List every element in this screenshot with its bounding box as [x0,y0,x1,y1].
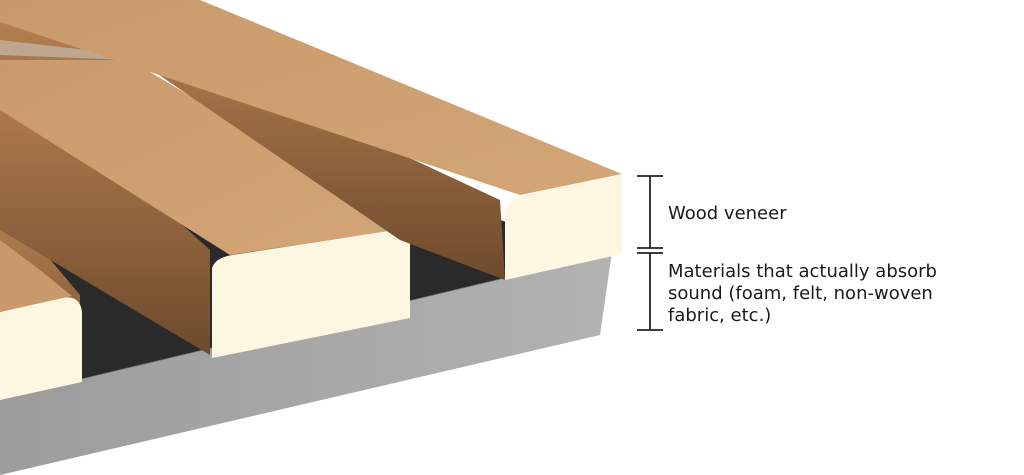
slat-left-top [0,240,72,312]
slat-back-side-face [0,0,505,280]
absorbing-materials-line: Materials that actually absorb [668,261,937,282]
slat-back-top [0,0,622,195]
slat-middle-top [0,55,410,255]
absorber-bracket [637,252,663,331]
wood-veneer-label: Wood veneer [668,203,787,224]
slat-middle-cut-face [212,229,410,358]
absorbing-materials-label: Materials that actually absorb sound (fo… [668,261,937,327]
slat-left-cut-face [0,297,82,400]
absorbing-materials-line: fabric, etc.) [668,305,772,326]
absorbing-materials-line: sound (foam, felt, non-woven [668,283,933,304]
slat-back-cut-face [505,174,622,280]
base-board-side [0,252,612,475]
veneer-bracket [637,175,663,249]
